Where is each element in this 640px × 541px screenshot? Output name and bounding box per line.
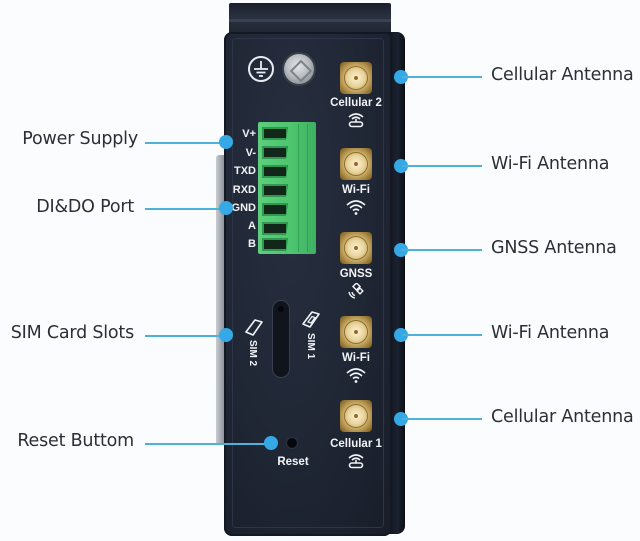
callout-dot — [394, 328, 408, 342]
callout-dot — [219, 201, 233, 215]
port-label-gnss: GNSS — [339, 268, 373, 280]
terminal-rail — [298, 124, 308, 252]
pin-label-b: B — [248, 238, 256, 250]
callout-dot — [394, 243, 408, 257]
callout-line — [145, 208, 225, 210]
terminal-slot — [262, 127, 288, 140]
callout-line — [145, 443, 265, 445]
ground-icon — [248, 56, 274, 82]
sma-connector-gnss — [340, 232, 372, 264]
terminal-slot — [262, 203, 288, 216]
port-label-cellular-1: Cellular 1 — [330, 438, 382, 450]
reset-label: Reset — [277, 456, 309, 468]
callout-line — [402, 418, 482, 420]
terminal-slot — [262, 238, 288, 251]
satellite-icon — [345, 281, 367, 299]
callout-cellular-antenna-bottom: Cellular Antenna — [491, 407, 634, 427]
terminal-block — [258, 122, 316, 254]
callout-line — [145, 142, 225, 144]
pin-label-vplus: V+ — [242, 128, 256, 140]
callout-line — [402, 76, 482, 78]
port-label-wifi-bottom: Wi-Fi — [342, 352, 370, 364]
callout-sim-card-slots: SIM Card Slots — [10, 323, 134, 343]
callout-wifi-antenna-bottom: Wi-Fi Antenna — [491, 323, 610, 343]
callout-dot — [264, 436, 278, 450]
terminal-slot — [262, 184, 288, 197]
callout-dot — [394, 159, 408, 173]
callout-power-supply: Power Supply — [22, 129, 138, 149]
terminal-slot — [262, 165, 288, 178]
pin-label-rxd: RXD — [232, 184, 256, 196]
callout-dot — [394, 412, 408, 426]
pin-label-gnd: GND — [231, 202, 256, 214]
cellular-antenna-icon — [345, 453, 367, 469]
callout-reset-button: Reset Buttom — [17, 431, 134, 451]
sma-connector-wifi-bottom — [340, 316, 372, 348]
sim-card-icon — [243, 316, 265, 338]
terminal-slot — [262, 146, 288, 159]
device-left-edge — [216, 155, 226, 445]
wifi-icon — [345, 199, 367, 215]
callout-line — [402, 165, 482, 167]
reset-button[interactable] — [287, 438, 297, 448]
callout-dot — [219, 135, 233, 149]
sim-card-icon — [300, 308, 322, 330]
port-label-wifi-top: Wi-Fi — [342, 184, 370, 196]
cellular-antenna-icon — [345, 112, 367, 128]
sma-connector-cellular-1 — [340, 400, 372, 432]
callout-line — [402, 334, 482, 336]
callout-cellular-antenna-top: Cellular Antenna — [491, 65, 634, 85]
terminal-slot — [262, 222, 288, 235]
sim-2-label: SIM 2 — [247, 340, 258, 367]
rail-groove — [229, 19, 391, 22]
sma-connector-cellular-2 — [340, 62, 372, 94]
callout-line — [145, 335, 230, 337]
sim-card-slot[interactable] — [272, 300, 290, 378]
pin-label-a: A — [248, 220, 256, 232]
pin-label-txd: TXD — [234, 165, 256, 177]
pin-label-vminus: V- — [245, 147, 256, 159]
callout-dot — [394, 70, 408, 84]
device-faceplate — [224, 32, 392, 536]
port-label-cellular-2: Cellular 2 — [330, 97, 382, 109]
callout-wifi-antenna-top: Wi-Fi Antenna — [491, 154, 610, 174]
ground-screw — [284, 54, 314, 84]
callout-gnss-antenna: GNSS Antenna — [491, 238, 617, 258]
sim-1-label: SIM 1 — [305, 333, 316, 360]
callout-dot — [219, 328, 233, 342]
sma-connector-wifi-top — [340, 148, 372, 180]
callout-di-do-port: DI&DO Port — [36, 197, 134, 217]
callout-line — [402, 249, 482, 251]
wifi-icon — [345, 367, 367, 383]
